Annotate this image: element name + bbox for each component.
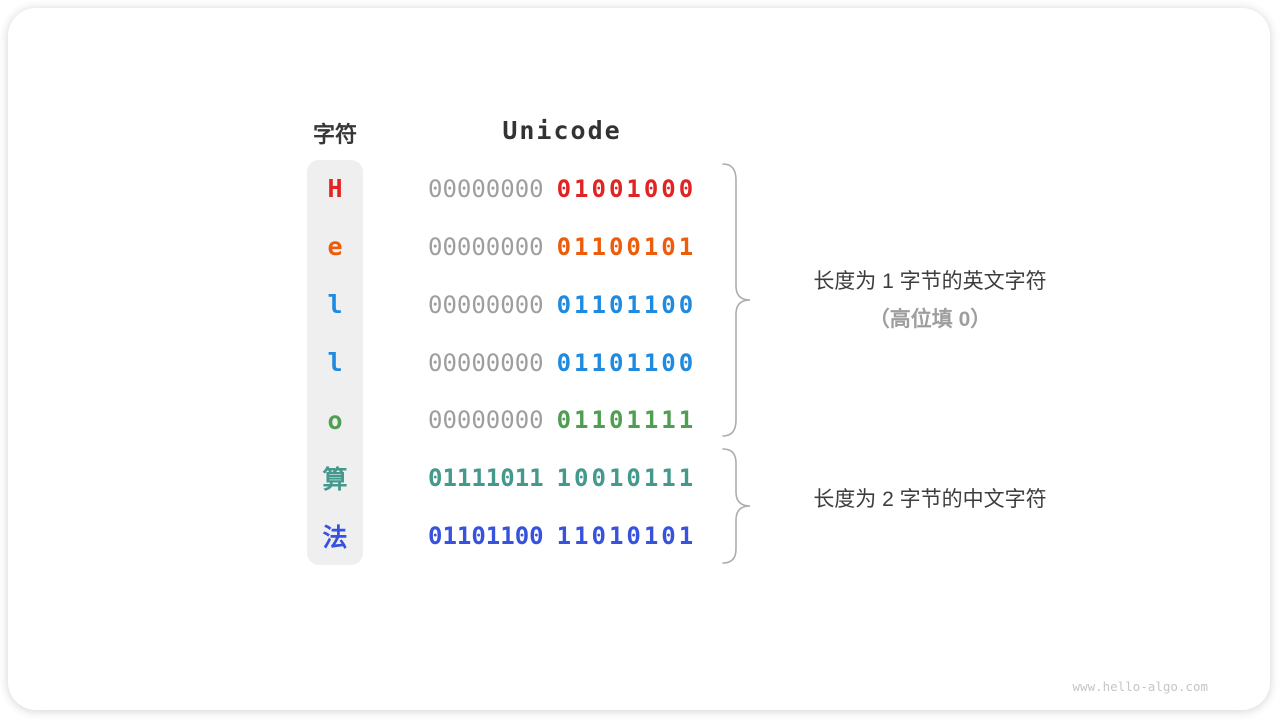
- high-byte: 00000000: [428, 406, 544, 435]
- char-cell-l2: l: [327, 348, 343, 377]
- high-byte: 00000000: [428, 348, 544, 377]
- site-watermark: www.hello-algo.com: [1072, 679, 1208, 694]
- column-header-character: 字符: [312, 122, 357, 147]
- high-byte: 00000000: [428, 174, 544, 203]
- annotation-chinese-chars: 长度为 2 字节的中文字符: [765, 486, 1095, 514]
- annotation-english-line1: 长度为 1 字节的英文字符: [813, 270, 1047, 293]
- char-cell-H: H: [327, 174, 343, 204]
- char-cell-l1: l: [327, 290, 343, 320]
- char-cell-o: o: [327, 405, 343, 435]
- low-byte: 01101100: [556, 348, 697, 377]
- char-cell-fa: 法: [322, 523, 348, 553]
- binary-row-H: 00000000 01001000: [428, 160, 728, 218]
- char-cell-suan: 算: [322, 465, 348, 495]
- low-byte: 01001000: [556, 174, 697, 203]
- low-byte: 01101111: [556, 406, 697, 435]
- high-byte: 00000000: [428, 290, 544, 319]
- low-byte: 11010101: [556, 522, 697, 551]
- binary-row-o: 00000000 01101111: [428, 391, 728, 449]
- binary-row-fa: 01101100 11010101: [428, 507, 728, 565]
- high-byte: 00000000: [428, 232, 544, 261]
- annotation-english-chars: 长度为 1 字节的英文字符 （高位填 0）: [765, 268, 1095, 334]
- char-cell-e: e: [327, 232, 343, 262]
- annotation-english-line2: （高位填 0）: [868, 308, 992, 331]
- low-byte: 01100101: [556, 232, 697, 261]
- binary-row-l2: 00000000 01101100: [428, 334, 728, 392]
- annotation-chinese-line1: 长度为 2 字节的中文字符: [813, 488, 1047, 511]
- character-column: H e l l o 算 法: [307, 160, 363, 565]
- binary-row-suan: 01111011 10010111: [428, 449, 728, 507]
- curly-brace-chinese-group: [722, 448, 751, 564]
- unicode-binary-column: 00000000 01001000 00000000 01100101 0000…: [428, 160, 728, 565]
- binary-row-l1: 00000000 01101100: [428, 276, 728, 334]
- low-byte: 10010111: [556, 464, 697, 493]
- curly-brace-english-group: [722, 163, 751, 437]
- high-byte: 01111011: [428, 464, 544, 493]
- binary-row-e: 00000000 01100101: [428, 218, 728, 276]
- figure-card: [8, 8, 1270, 710]
- high-byte: 01101100: [428, 522, 544, 551]
- column-header-unicode: Unicode: [502, 116, 622, 145]
- low-byte: 01101100: [556, 290, 697, 319]
